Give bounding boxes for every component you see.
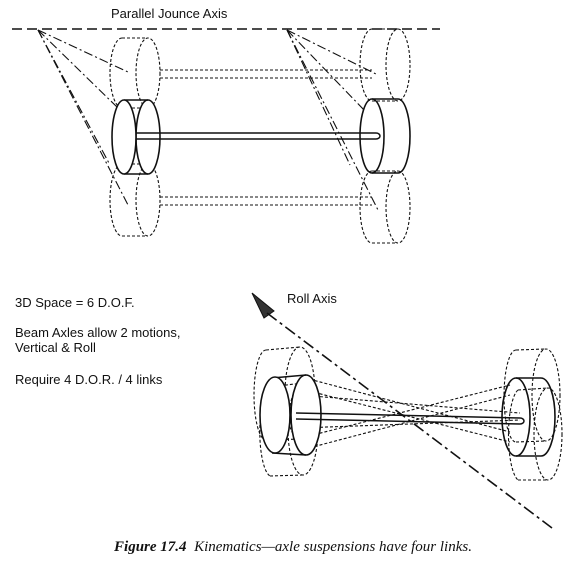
- left-wheel-upper-ghost: [109, 37, 161, 109]
- require-links-text: Require 4 D.O.R. / 4 links: [15, 372, 163, 387]
- roll-axis-arrowhead: [251, 292, 275, 319]
- left-wheel: [111, 99, 161, 175]
- right-wheel-lower-ghost: [359, 170, 411, 244]
- roll-axis-label: Roll Axis: [287, 291, 337, 306]
- roll-main-axle: [295, 412, 525, 425]
- left-pivot-links: [37, 29, 129, 206]
- right-wheel: [359, 98, 411, 174]
- parallel-jounce-assembly: [12, 28, 440, 244]
- ghost-axles: [160, 69, 372, 206]
- roll-axis-line: [266, 312, 553, 529]
- right-wheel-roll-ghost-a: [503, 348, 561, 443]
- parallel-jounce-axis-label: Parallel Jounce Axis: [111, 6, 228, 21]
- beam-axles-text-line1: Beam Axles allow 2 motions,: [15, 325, 181, 340]
- main-axle: [136, 132, 381, 140]
- right-wheel-roll: [501, 377, 556, 457]
- right-pivot-links: [286, 29, 379, 211]
- right-wheel-upper-ghost: [359, 28, 411, 102]
- space-dof-text: 3D Space = 6 D.O.F.: [15, 295, 135, 310]
- right-wheel-roll-ghost-b: [507, 387, 563, 481]
- beam-axles-text-line2: Vertical & Roll: [15, 340, 96, 355]
- roll-axis-assembly: [251, 292, 563, 529]
- figure-number: Figure 17.4: [114, 539, 187, 555]
- figure-caption: Figure 17.4 Kinematics—axle suspensions …: [0, 539, 586, 556]
- figure-caption-text: Kinematics—axle suspensions have four li…: [194, 539, 472, 555]
- left-wheel-roll: [259, 374, 322, 456]
- roll-links: [299, 377, 521, 450]
